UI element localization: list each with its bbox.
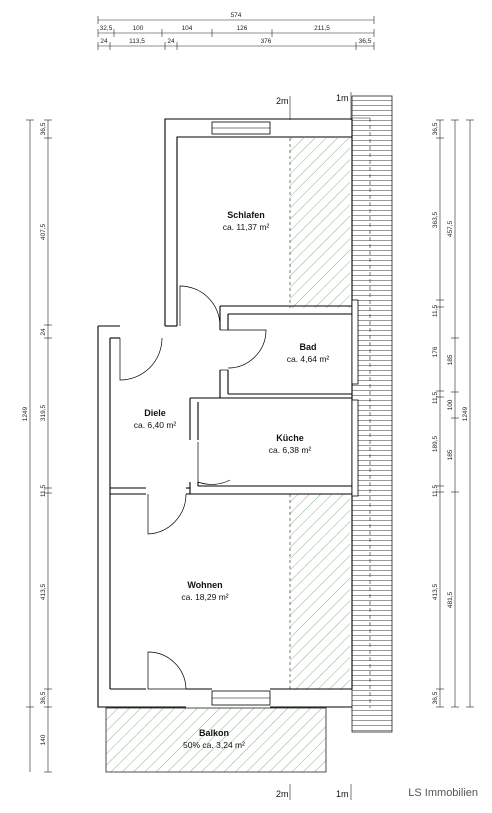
left-dimension-lines: [26, 119, 52, 773]
dim-label: 36,5: [432, 691, 439, 704]
dim-label: 104: [182, 25, 193, 32]
dim-label: 32,5: [100, 25, 113, 32]
dim-label: 176: [432, 346, 439, 357]
dim-label: 24: [40, 328, 47, 336]
room-wohnen-name: Wohnen: [187, 580, 222, 590]
dim-label: 140: [40, 734, 47, 745]
dim-label: 1249: [22, 406, 29, 421]
dim-label: 457,5: [447, 220, 454, 237]
room-schlafen-area: ca. 11,37 m²: [223, 222, 270, 232]
room-wohnen-area: ca. 18,29 m²: [181, 592, 228, 602]
top-dimension-labels: 574 32,5 100 104 126 211,5 24 113,5 24 3…: [100, 12, 372, 45]
marker-1m-bottom: 1m: [336, 789, 349, 799]
room-schlafen-name: Schlafen: [227, 210, 265, 220]
room-kueche-name: Küche: [276, 433, 304, 443]
dim-label: 100: [133, 25, 144, 32]
door-kueche: [197, 442, 231, 485]
dim-label: 11,5: [432, 392, 439, 405]
dim-label: 24: [100, 38, 108, 45]
room-bad-area: ca. 4,64 m²: [287, 354, 330, 364]
brand-watermark: LS Immobilien: [408, 787, 478, 799]
dim-label: 100: [447, 399, 454, 410]
dim-label: 1249: [462, 406, 469, 421]
dim-label: 126: [237, 25, 248, 32]
dim-label: 113,5: [129, 38, 145, 45]
door-schlafen: [179, 285, 221, 327]
marker-1m-top: 1m: [336, 93, 349, 103]
top-dimension-lines: [97, 16, 375, 50]
dim-label: 363,5: [432, 211, 439, 228]
door-entrance: [119, 337, 163, 381]
dim-label: 211,5: [314, 25, 330, 32]
dim-label: 36,5: [40, 122, 47, 135]
dim-total-width: 574: [231, 12, 242, 19]
dim-label: 36,5: [432, 122, 439, 135]
dim-label: 185: [447, 354, 454, 365]
left-dimension-labels: 1249 36,5 407,5 24 319,5 11,5 413,5 36,5…: [22, 122, 47, 745]
balcony-area: [105, 707, 327, 773]
dim-label: 185: [447, 449, 454, 460]
dim-label: 11,5: [432, 305, 439, 318]
height-markers: [289, 92, 352, 800]
room-diele-name: Diele: [144, 408, 166, 418]
walls: [97, 118, 353, 708]
dim-label: 36,5: [40, 691, 47, 704]
dim-label: 11,5: [432, 485, 439, 498]
sloped-ceiling-upper: [290, 138, 350, 308]
sloped-ceiling-lower: [290, 494, 350, 690]
dim-label: 413,5: [432, 583, 439, 600]
door-wohnen: [147, 493, 187, 535]
right-dimension-labels: 36,5 363,5 11,5 176 11,5 189,5 11,5 413,…: [432, 122, 469, 704]
dim-label: 376: [261, 38, 272, 45]
roof-window-bad: [351, 299, 359, 385]
room-diele-area: ca. 6,40 m²: [134, 420, 177, 430]
room-kueche-area: ca. 6,38 m²: [269, 445, 312, 455]
room-bad-name: Bad: [299, 342, 316, 352]
door-bad: [227, 329, 267, 369]
room-labels: Schlafen ca. 11,37 m² Bad ca. 4,64 m² Di…: [134, 210, 330, 750]
dim-label: 319,5: [40, 404, 47, 421]
roof-strip: [351, 95, 393, 733]
roof-window-kueche: [351, 399, 359, 497]
marker-2m-top: 2m: [276, 96, 289, 106]
dim-label: 481,5: [447, 591, 454, 608]
room-balkon-area: 50% ca. 3,24 m²: [183, 740, 245, 750]
door-balkon: [147, 651, 187, 690]
dim-label: 189,5: [432, 435, 439, 452]
windows: [211, 121, 359, 706]
dim-label: 36,5: [359, 38, 372, 45]
dim-label: 11,5: [40, 485, 47, 498]
marker-2m-bottom: 2m: [276, 789, 289, 799]
room-balkon-name: Balkon: [199, 728, 229, 738]
dim-label: 407,5: [40, 223, 47, 240]
dim-label: 24: [167, 38, 175, 45]
right-dimension-lines: [436, 119, 474, 708]
dim-label: 413,5: [40, 583, 47, 600]
doors: [119, 285, 267, 690]
